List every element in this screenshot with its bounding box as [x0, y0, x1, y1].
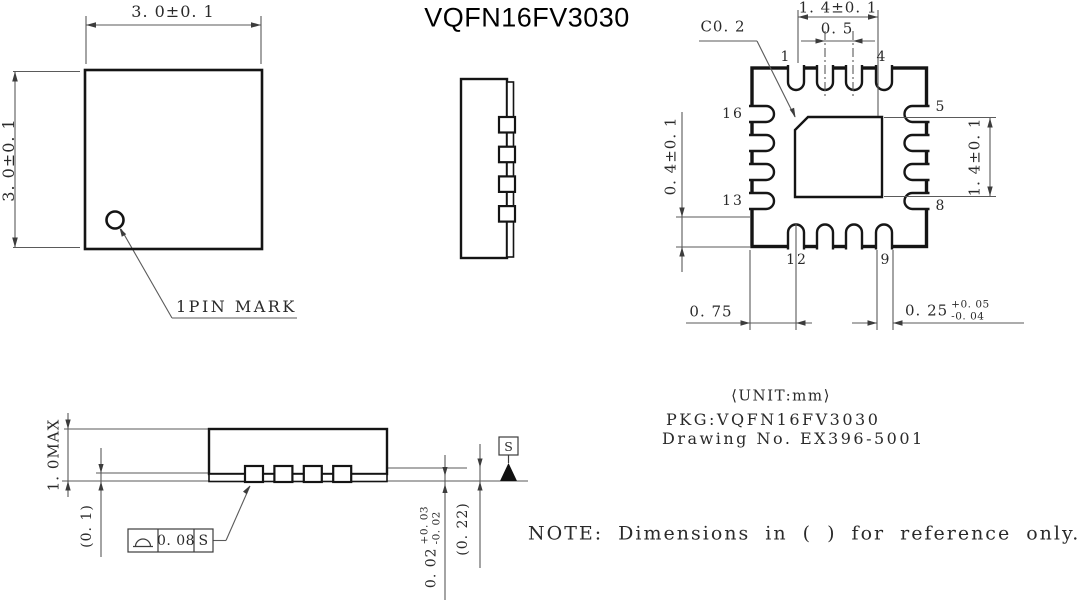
- exposed-pad: [793, 115, 884, 199]
- pin-pitch-dim: 0. 5: [820, 19, 854, 38]
- pin-slot: [903, 162, 931, 182]
- pad-width-dim: 1. 4±0. 1: [798, 0, 878, 17]
- pin1-mark-circle: [105, 210, 125, 230]
- corner-offset-dim: 0. 75: [689, 302, 733, 321]
- pin-slot: [874, 223, 894, 251]
- profile-terminal: [302, 464, 323, 484]
- side-terminal: [497, 115, 517, 134]
- profile-ref-gap-dim: (0. 1): [79, 504, 95, 548]
- bottom-view-drawing: [676, 10, 1024, 330]
- top-view-drawing: [13, 16, 297, 319]
- standoff-dim: 0. 02 +0. 03 -0. 02: [418, 505, 442, 589]
- datum-triangle-icon: [500, 463, 517, 481]
- profile-height-dim: 1. 0MAX: [44, 418, 63, 492]
- pin1-mark-label: 1PIN MARK: [176, 297, 297, 316]
- profile-of-surface-icon: [133, 538, 153, 548]
- side-terminal: [497, 205, 517, 223]
- coplanarity-value: 0. 08: [156, 532, 196, 549]
- pin-number-4: 4: [876, 49, 888, 65]
- side-body-outline: [459, 77, 509, 260]
- pin-number-13: 13: [722, 193, 744, 209]
- side-view-drawing: [459, 77, 517, 260]
- side-terminal-strip: [506, 81, 515, 258]
- pin-slot: [786, 63, 806, 92]
- standoff-value: 0. 02: [423, 547, 439, 589]
- coplanarity-frame: [127, 528, 214, 553]
- pin-number-8: 8: [935, 198, 947, 214]
- pin-number-5: 5: [935, 99, 947, 115]
- profile-base-plate: [208, 473, 388, 483]
- drawing-title: VQFN16FV3030: [424, 2, 630, 33]
- terminal-width-tolerance: +0. 05 -0. 04: [951, 298, 990, 322]
- pkg-name: PKG:VQFN16FV3030: [666, 410, 881, 429]
- lead-thickness-dim: (0. 22): [455, 502, 471, 556]
- top-view-height-dim: 3. 0±0. 1: [0, 118, 18, 202]
- profile-terminal: [332, 464, 353, 484]
- pin-slot: [747, 104, 776, 124]
- terminal-width-value: 0. 25: [905, 301, 949, 320]
- standoff-tolerance: +0. 03 -0. 02: [418, 505, 442, 545]
- dimension-arrowheads: [12, 14, 993, 495]
- profile-view-drawing: [62, 413, 528, 600]
- pin-slot: [844, 63, 864, 92]
- terminal-length-dim: 0. 4±0. 1: [661, 116, 680, 196]
- pin-slot: [747, 133, 776, 153]
- pin-slot: [815, 223, 835, 251]
- profile-terminal: [243, 464, 265, 484]
- bottom-view-outline: [750, 66, 929, 249]
- pin-number-16: 16: [722, 106, 744, 122]
- reference-note: NOTE: Dimensions in ( ) for reference on…: [528, 522, 1080, 545]
- datum-label: S: [504, 438, 513, 454]
- pin-slot: [844, 223, 864, 251]
- drawing-number: Drawing No. EX396-5001: [662, 429, 925, 448]
- pin-slot: [747, 191, 776, 211]
- profile-body-outline: [207, 427, 389, 476]
- unit-note: ⟨UNIT:mm⟩: [731, 386, 831, 405]
- pin-number-12: 12: [786, 252, 808, 268]
- pin-slot: [747, 162, 776, 182]
- pad-height-dim: 1. 4±0. 1: [965, 117, 984, 197]
- chamfer-dim-label: C0. 2: [700, 17, 746, 36]
- pin-number-1: 1: [780, 49, 792, 65]
- pin-slot: [903, 133, 931, 153]
- pin-slot: [903, 191, 931, 211]
- side-terminal: [497, 145, 517, 164]
- coplanarity-datum: S: [198, 532, 209, 549]
- package-body-outline: [83, 68, 264, 251]
- side-terminal: [497, 175, 517, 193]
- terminal-width-dim: 0. 25 +0. 05 -0. 04: [905, 299, 990, 322]
- pin-number-9: 9: [880, 252, 892, 268]
- datum-s-symbol: [498, 436, 519, 481]
- top-view-width-dim: 3. 0±0. 1: [131, 2, 215, 21]
- pin-slot: [903, 104, 931, 124]
- profile-terminal: [273, 464, 294, 484]
